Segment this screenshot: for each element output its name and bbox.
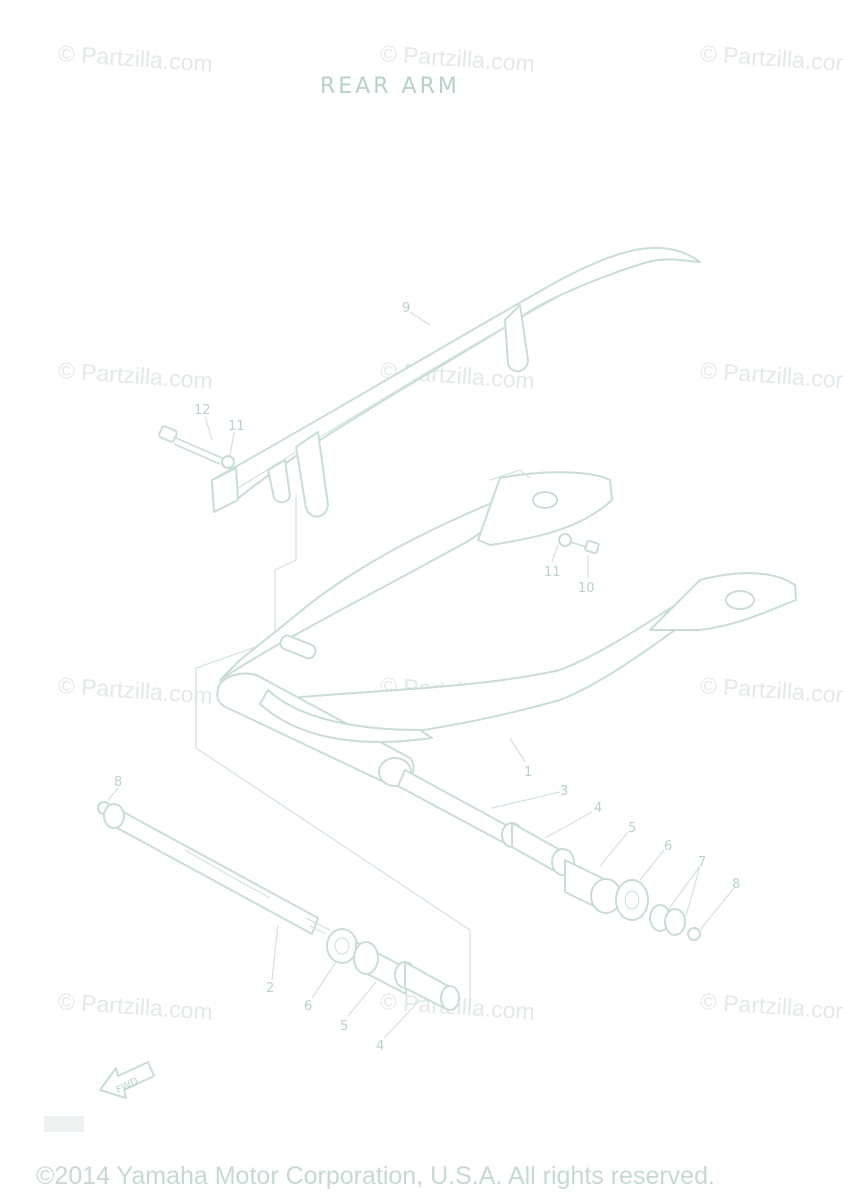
callout-8: 8 xyxy=(114,775,122,790)
bolt-10-part xyxy=(558,533,600,555)
fwd-arrow-icon: FWD xyxy=(99,1061,155,1099)
callout-4: 4 xyxy=(594,801,602,816)
callout-6: 6 xyxy=(304,999,312,1014)
callout-3: 3 xyxy=(560,784,568,799)
publication-code-mark xyxy=(44,1116,84,1132)
callout-4: 4 xyxy=(376,1039,384,1054)
chain-case-part xyxy=(211,246,701,518)
callout-9: 9 xyxy=(402,301,410,316)
callout-8: 8 xyxy=(732,877,740,892)
callout-7: 7 xyxy=(698,855,706,870)
bolt-12-part xyxy=(158,425,235,469)
callout-6: 6 xyxy=(664,839,672,854)
callout-11: 11 xyxy=(228,419,245,434)
callout-1: 1 xyxy=(524,765,532,780)
callout-labels: 9 12 11 11 10 1 3 4 5 6 7 8 8 2 6 5 4 xyxy=(114,301,740,1054)
rear-arm-part xyxy=(216,469,797,787)
callout-11: 11 xyxy=(544,565,561,580)
pivot-shaft-part xyxy=(97,801,460,1011)
callout-2: 2 xyxy=(266,981,274,996)
callout-5: 5 xyxy=(628,821,636,836)
callout-10: 10 xyxy=(578,581,595,596)
callout-5: 5 xyxy=(340,1019,348,1034)
right-bushings xyxy=(501,822,701,941)
copyright-notice: ©2014 Yamaha Motor Corporation, U.S.A. A… xyxy=(36,1162,715,1190)
callout-12: 12 xyxy=(194,403,211,418)
assembly-outline xyxy=(195,495,471,1010)
leader-lines xyxy=(107,311,735,1039)
diagram-title: REAR ARM xyxy=(320,74,460,99)
pivot-collar-part xyxy=(397,769,516,846)
